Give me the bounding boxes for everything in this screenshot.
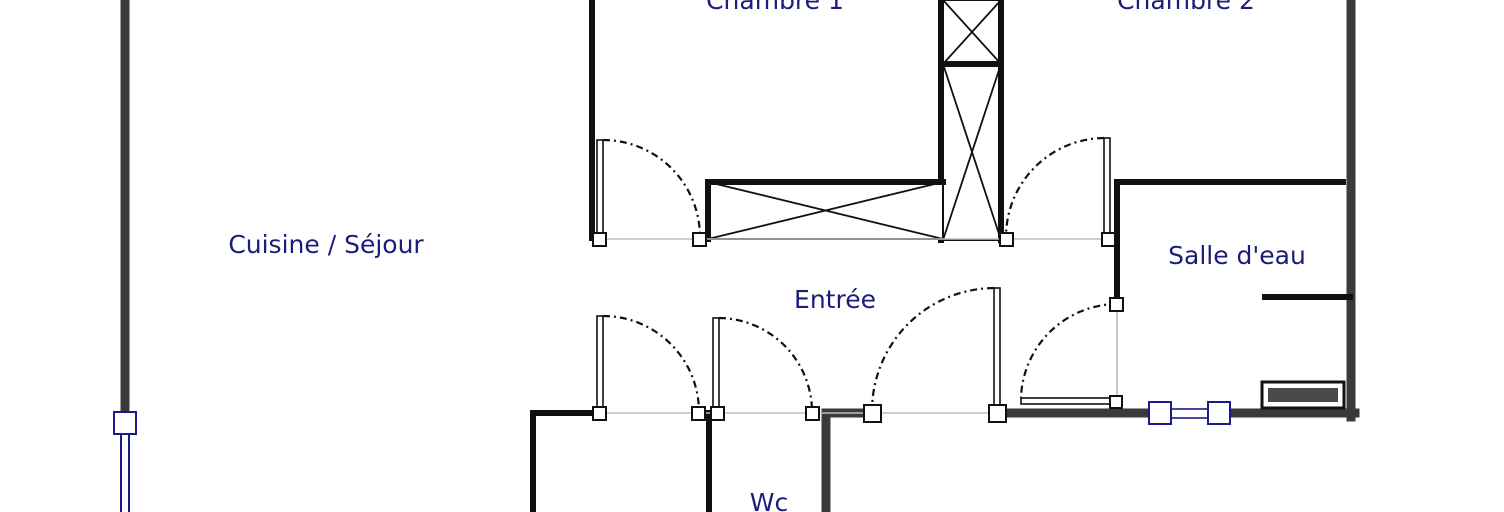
left-exterior-wall (113, 0, 137, 512)
door-salle-eau (1019, 302, 1118, 405)
room-label-chambre-1: Chambre 1 (706, 0, 844, 15)
room-label-entree: Entrée (794, 285, 876, 314)
door-entrance (870, 286, 1001, 414)
room-label-chambre-2: Chambre 2 (1117, 0, 1255, 15)
room-label-cuisine-sejour: Cuisine / Séjour (228, 230, 424, 259)
lower-walls (530, 408, 873, 512)
door-posts (592, 232, 1124, 423)
right-exterior-wall (998, 0, 1360, 422)
room-label-salle-eau: Salle d'eau (1168, 241, 1306, 270)
door-lower-left (596, 314, 701, 414)
window-post (113, 411, 137, 435)
closet-horizontal (705, 179, 946, 242)
thresholds (600, 238, 1118, 414)
closet-column (938, 0, 1004, 243)
door-wc (712, 316, 814, 414)
door-chambre1 (596, 138, 702, 240)
door-chambre2 (1004, 136, 1111, 240)
room-label-wc: Wc (750, 488, 788, 512)
window-salle-eau (1148, 401, 1231, 425)
salle-eau-walls (1114, 179, 1353, 410)
